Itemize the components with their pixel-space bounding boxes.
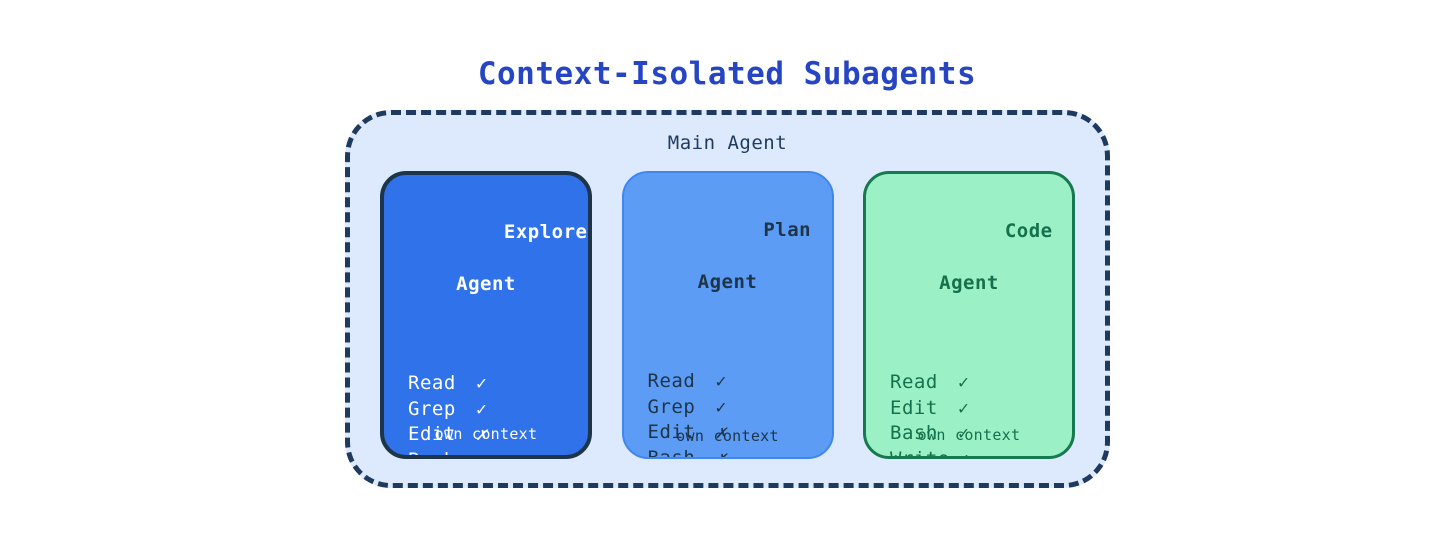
agent-title-plan: Plan Agent (624, 191, 832, 347)
own-context-label: own context (434, 425, 538, 443)
tool-name: Edit (647, 421, 696, 443)
cross-icon: ✗ (715, 447, 727, 459)
tool-row: Edit ✗ (648, 420, 832, 446)
tool-row: Bash ✓ (890, 421, 1072, 447)
tool-name: Read (890, 371, 938, 393)
tool-name: Edit (408, 423, 456, 445)
agent-title-explore: Explore Agent (384, 193, 588, 349)
main-agent-label: Main Agent (667, 132, 788, 154)
tool-name: Bash (890, 422, 938, 444)
tool-name: Bash (408, 448, 476, 456)
tool-row: Bash ✗ (647, 446, 832, 459)
main-agent-container: Main Agent Explore Agent Read ✓ Grep ✓ (345, 110, 1110, 488)
page-title: Context-Isolated Subagents (477, 56, 977, 92)
subagent-row: Explore Agent Read ✓ Grep ✓ Edit ✗ (380, 171, 1075, 459)
tool-row: Grep ✓ (408, 397, 588, 423)
agent-name-line2: Agent (939, 272, 999, 294)
own-context-label: own context (917, 426, 1021, 444)
check-icon: ✓ (958, 423, 970, 444)
tool-list-code: Read ✓ Edit ✓ Bash ✓ Write ✓ (866, 370, 1072, 459)
check-icon: ✓ (476, 398, 488, 420)
check-icon: ✓ (958, 397, 970, 419)
agent-card-plan[interactable]: Plan Agent Read ✓ Grep ✓ Edit ✗ (621, 171, 834, 459)
tool-name: Write (890, 447, 950, 459)
tool-row: Read ✓ (648, 369, 832, 395)
tool-row: Write ✓ (890, 447, 1072, 459)
own-context-label: own context (676, 427, 779, 445)
check-icon: ✓ (958, 448, 970, 459)
agent-name-line2: Agent (456, 273, 516, 295)
tool-name: Grep (647, 395, 696, 418)
tool-name: Grep (408, 397, 456, 420)
tool-row: Edit ✓ (890, 396, 1072, 422)
agent-name-line1: Plan (763, 219, 812, 241)
cross-icon: ✗ (476, 424, 488, 445)
tool-row: Edit ✗ (408, 422, 588, 448)
tool-name: Edit (890, 396, 938, 419)
tool-list-explore: Read ✓ Grep ✓ Edit ✗ Bash ✗ (384, 371, 588, 456)
tool-row: Bash ✗ (408, 448, 588, 456)
check-icon: ✓ (715, 371, 727, 392)
agent-name-line2: Agent (697, 271, 758, 293)
tool-name: Read (408, 372, 456, 394)
check-icon: ✓ (476, 373, 488, 394)
tool-row: Grep ✓ (648, 395, 832, 421)
check-icon: ✓ (715, 396, 727, 418)
agent-title-code: Code Agent (866, 192, 1072, 348)
tool-name: Read (647, 370, 696, 392)
cross-icon: ✗ (476, 449, 487, 456)
tool-row: Read ✓ (890, 370, 1072, 396)
agent-card-explore[interactable]: Explore Agent Read ✓ Grep ✓ Edit ✗ (380, 171, 592, 459)
cross-icon: ✗ (715, 422, 727, 443)
agent-name-line1: Code (1004, 220, 1053, 242)
agent-card-code[interactable]: Code Agent Read ✓ Edit ✓ Bash ✓ (863, 171, 1075, 459)
tool-name: Bash (647, 446, 696, 459)
agent-name-line1: Explore (503, 221, 588, 243)
tool-list-plan: Read ✓ Grep ✓ Edit ✗ Bash ✗ (624, 369, 832, 459)
check-icon: ✓ (958, 372, 970, 393)
tool-row: Read ✓ (408, 371, 588, 397)
